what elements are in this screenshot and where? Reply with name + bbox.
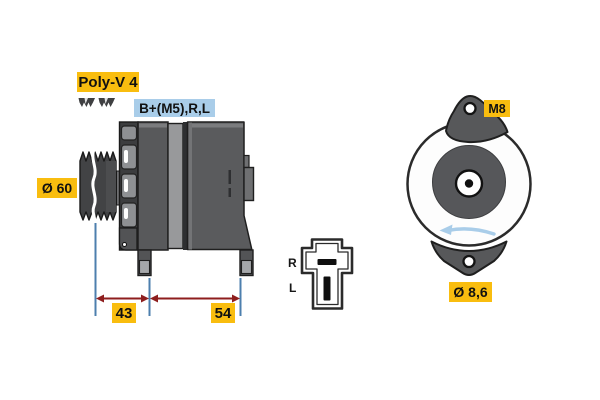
- belt-type-label: Poly-V 4: [77, 72, 139, 92]
- rotation-direction-arrow-icon: [439, 224, 496, 236]
- dimension-line-54: [150, 294, 240, 303]
- pin-slot-l: [323, 276, 331, 301]
- connector-diagram: [300, 238, 354, 310]
- alternator-side-view: [78, 98, 255, 277]
- b-plus-terminal: [243, 154, 255, 202]
- terminals-label: B+(M5),R,L: [134, 99, 215, 117]
- poly-v-belt-profile-icon: [98, 98, 115, 107]
- connector-pin-l-label: L: [289, 281, 297, 295]
- bottom-mount-ear: [430, 240, 508, 276]
- dimension-54-label: 54: [211, 303, 235, 323]
- pulley: [79, 147, 117, 227]
- pin-slot-r: [317, 259, 337, 265]
- housing: [137, 121, 253, 251]
- dimension-line-43: [96, 294, 149, 303]
- poly-v-belt-profile-icon: [78, 98, 95, 107]
- mount-hole: [462, 254, 476, 269]
- connector-pin-r-label: R: [288, 256, 297, 270]
- alternator-rear-view: [406, 94, 532, 276]
- pulley-diameter-label: Ø 60: [37, 178, 77, 198]
- front-vent-fins: [118, 121, 139, 251]
- dimension-lines: [94, 223, 242, 316]
- front-mount-lug: [118, 227, 138, 251]
- mount-hole-diameter-label: Ø 8,6: [449, 282, 492, 302]
- mount-hole: [463, 101, 477, 116]
- mounting-feet: [137, 249, 254, 277]
- dimension-43-label: 43: [112, 303, 136, 323]
- thread-size-label: M8: [484, 100, 510, 117]
- break-line: [91, 147, 97, 227]
- shaft-center-dot: [464, 179, 474, 188]
